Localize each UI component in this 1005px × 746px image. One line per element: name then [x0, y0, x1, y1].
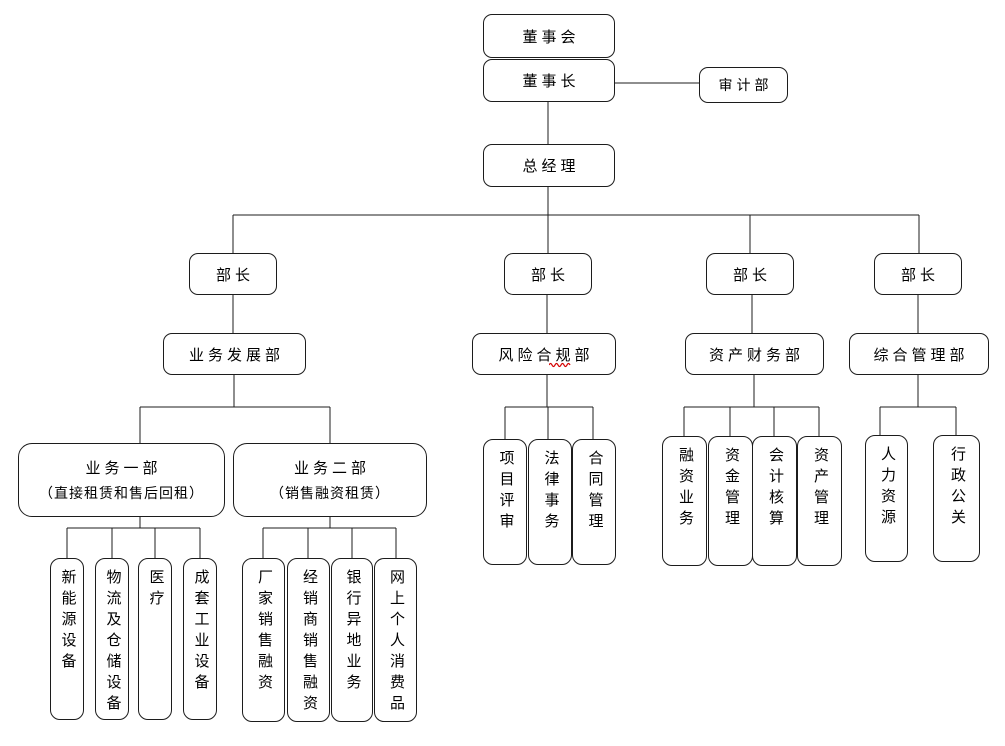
node-label: 融资业务 [677, 447, 693, 531]
spellcheck-underline [549, 362, 571, 368]
node-dealer-sales-financing: 经销商销售融资 [287, 558, 330, 722]
node-label: 资产管理 [812, 447, 828, 531]
node-industrial-equipment-sets: 成套工业设备 [183, 558, 217, 720]
node-financing-business: 融资业务 [662, 436, 707, 566]
node-label: 董事会 [522, 29, 580, 46]
node-label: 部长 [900, 267, 939, 284]
node-minister-1: 部长 [189, 253, 277, 295]
node-label: 综合管理部 [873, 347, 969, 364]
node-bank-remote-business: 银行异地业务 [331, 558, 373, 722]
node-label: 总经理 [522, 159, 580, 175]
node-label: 项目评审 [497, 450, 514, 534]
node-asset-finance-dept: 资产财务部 [685, 333, 824, 375]
node-online-consumer-goods: 网上个人消费品 [374, 558, 417, 722]
node-accounting: 会计核算 [752, 436, 797, 566]
node-minister-3: 部长 [706, 253, 794, 295]
node-new-energy-equipment: 新能源设备 [50, 558, 84, 720]
node-label: 厂家销售融资 [256, 569, 272, 695]
node-board-of-directors: 董事会 [483, 14, 615, 58]
node-label: 资产财务部 [708, 347, 804, 364]
node-label: 人力资源 [879, 446, 895, 530]
node-label: 法律事务 [542, 450, 559, 534]
node-label: 合同管理 [586, 450, 603, 534]
node-label: 医疗 [147, 569, 164, 611]
node-fund-management: 资金管理 [708, 436, 753, 566]
node-human-resources: 人力资源 [865, 435, 908, 562]
node-general-manager: 总经理 [483, 144, 615, 187]
node-asset-management: 资产管理 [797, 436, 842, 566]
node-general-management-dept: 综合管理部 [849, 333, 989, 375]
node-legal-affairs: 法律事务 [528, 439, 572, 565]
node-minister-2: 部长 [504, 253, 592, 295]
node-label: 网上个人消费品 [388, 569, 404, 716]
node-label: 部长 [215, 267, 254, 284]
node-label: 业务发展部 [188, 347, 284, 364]
node-label: 行政公关 [949, 446, 965, 530]
node-business-development-dept: 业务发展部 [163, 333, 306, 375]
node-title: 业务一部 [85, 461, 162, 477]
node-label: 成套工业设备 [192, 569, 209, 695]
node-risk-compliance-dept: 风险合规部 [472, 333, 616, 375]
node-project-review: 项目评审 [483, 439, 527, 565]
node-label: 会计核算 [767, 447, 783, 531]
node-label: 银行异地业务 [344, 569, 361, 695]
node-business-unit-1: 业务一部 （直接租赁和售后回租） [18, 443, 225, 517]
node-manufacturer-sales-financing: 厂家销售融资 [242, 558, 285, 722]
node-minister-4: 部长 [874, 253, 962, 295]
node-business-unit-2: 业务二部 （销售融资租赁） [233, 443, 427, 517]
node-label: 审计部 [718, 79, 773, 94]
node-label: 资金管理 [723, 447, 739, 531]
node-label: 董事长 [522, 74, 580, 90]
node-label: 物流及仓储设备 [104, 569, 121, 716]
node-label: 部长 [732, 267, 771, 284]
node-title: 业务二部 [293, 461, 370, 477]
node-label: 新能源设备 [59, 569, 76, 674]
node-audit-dept: 审计部 [699, 67, 788, 103]
node-label: 经销商销售融资 [301, 569, 317, 716]
node-medical: 医疗 [138, 558, 172, 720]
node-label: 部长 [530, 267, 569, 284]
node-logistics-warehouse-equipment: 物流及仓储设备 [95, 558, 129, 720]
node-label: 风险合规部 [498, 347, 594, 364]
node-chairman: 董事长 [483, 59, 615, 102]
node-admin-public-relations: 行政公关 [933, 435, 980, 562]
node-subtitle: （销售融资租赁） [270, 487, 390, 502]
node-contract-management: 合同管理 [572, 439, 616, 565]
node-subtitle: （直接租赁和售后回租） [39, 487, 204, 502]
